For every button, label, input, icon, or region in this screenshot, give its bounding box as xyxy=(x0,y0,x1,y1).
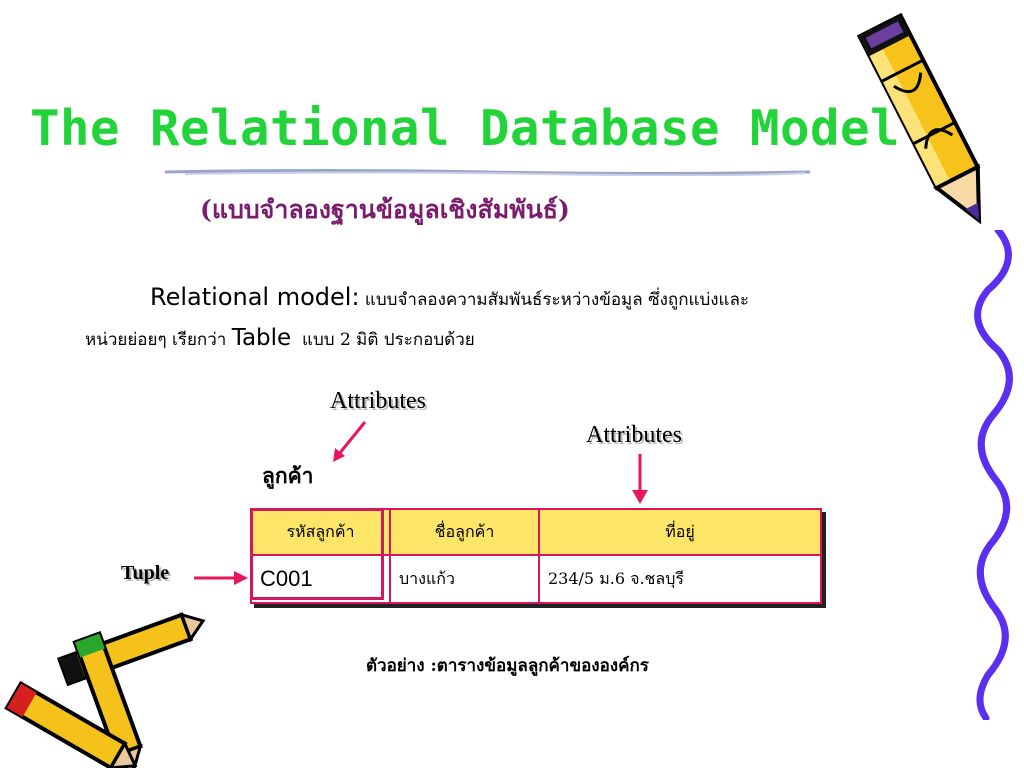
arrow-to-tuple-row-icon xyxy=(192,568,250,588)
intro-line-1: Relational model: แบบจำลองความสัมพันธ์ระ… xyxy=(150,283,749,313)
slide-subtitle: (แบบจำลองฐานข้อมูลเชิงสัมพันธ์) xyxy=(200,190,570,230)
header-cell-customer-id: รหัสลูกค้า xyxy=(251,509,390,555)
cell-customer-id: C001 xyxy=(251,555,390,603)
cell-customer-name: บางแก้ว xyxy=(390,555,539,603)
tuple-label: Tuple xyxy=(121,562,169,585)
slide-title: The Relational Database Model xyxy=(30,100,900,157)
intro-term: Relational model: xyxy=(150,283,360,311)
intro-text-1: แบบจำลองความสัมพันธ์ระหว่างข้อมูล ซึ่งถู… xyxy=(360,290,750,310)
intro-line-2: หน่วยย่อยๆ เรียกว่า Table แบบ 2 มิติ ประ… xyxy=(85,325,475,353)
title-underline xyxy=(165,168,810,176)
header-cell-address: ที่อยู่ xyxy=(539,509,821,555)
table-header-row: รหัสลูกค้า ชื่อลูกค้า ที่อยู่ xyxy=(251,509,821,555)
customer-table: รหัสลูกค้า ชื่อลูกค้า ที่อยู่ C001 บางแก… xyxy=(250,508,822,604)
table-name: ลูกค้า xyxy=(262,460,313,493)
arrow-to-address-column-icon xyxy=(628,452,652,506)
arrow-to-table-name-icon xyxy=(325,418,375,466)
intro-table-term: Table xyxy=(232,325,291,351)
cell-address: 234/5 ม.6 จ.ชลบุรี xyxy=(539,555,821,603)
crayon-icon xyxy=(0,610,210,768)
intro-text-2a: หน่วยย่อยๆ เรียกว่า xyxy=(85,330,232,350)
attributes-label-right: Attributes xyxy=(586,422,682,449)
intro-text-2b: แบบ 2 มิติ ประกอบด้วย xyxy=(291,330,475,350)
squiggle-line xyxy=(968,230,1024,720)
pencil-icon xyxy=(855,4,1005,244)
table-row: C001 บางแก้ว 234/5 ม.6 จ.ชลบุรี xyxy=(251,555,821,603)
table-caption: ตัวอย่าง :ตารางข้อมูลลูกค้าขององค์กร xyxy=(366,652,649,679)
attributes-label-left: Attributes xyxy=(330,388,426,415)
header-cell-customer-name: ชื่อลูกค้า xyxy=(390,509,539,555)
